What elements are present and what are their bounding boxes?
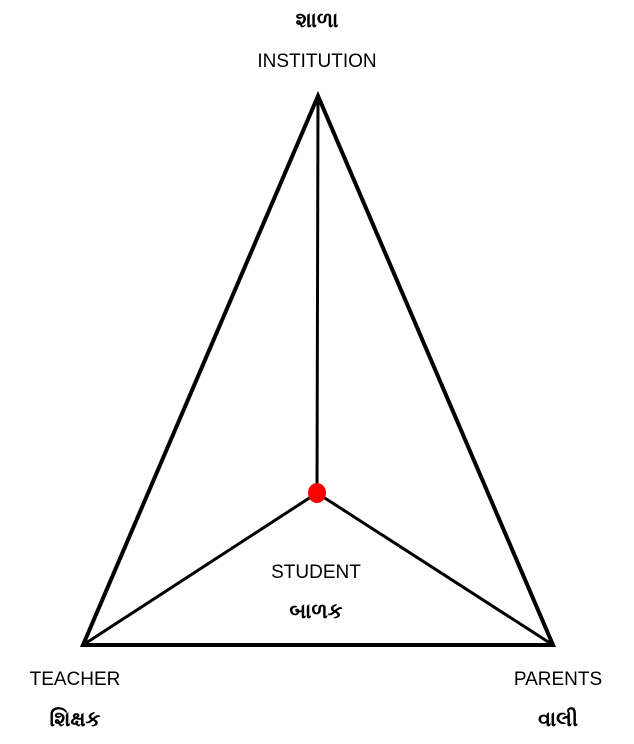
parents-label: PARENTS [513,669,603,690]
edge-student-teacher [82,491,318,647]
institution-gujarati-label: શાળા [295,9,339,32]
outer-triangle [79,90,557,647]
teacher-label: TEACHER [29,669,121,690]
student-label: STUDENT [271,562,361,583]
edge-student-parents [316,491,554,647]
institution-label: INSTITUTION [257,51,377,72]
student-gujarati-label: બાળક [289,600,343,623]
student-center-dot [308,483,326,503]
parents-gujarati-label: વાલી [537,708,579,731]
teacher-gujarati-label: શિક્ષક [49,708,101,731]
edge-institution-student [315,95,320,494]
